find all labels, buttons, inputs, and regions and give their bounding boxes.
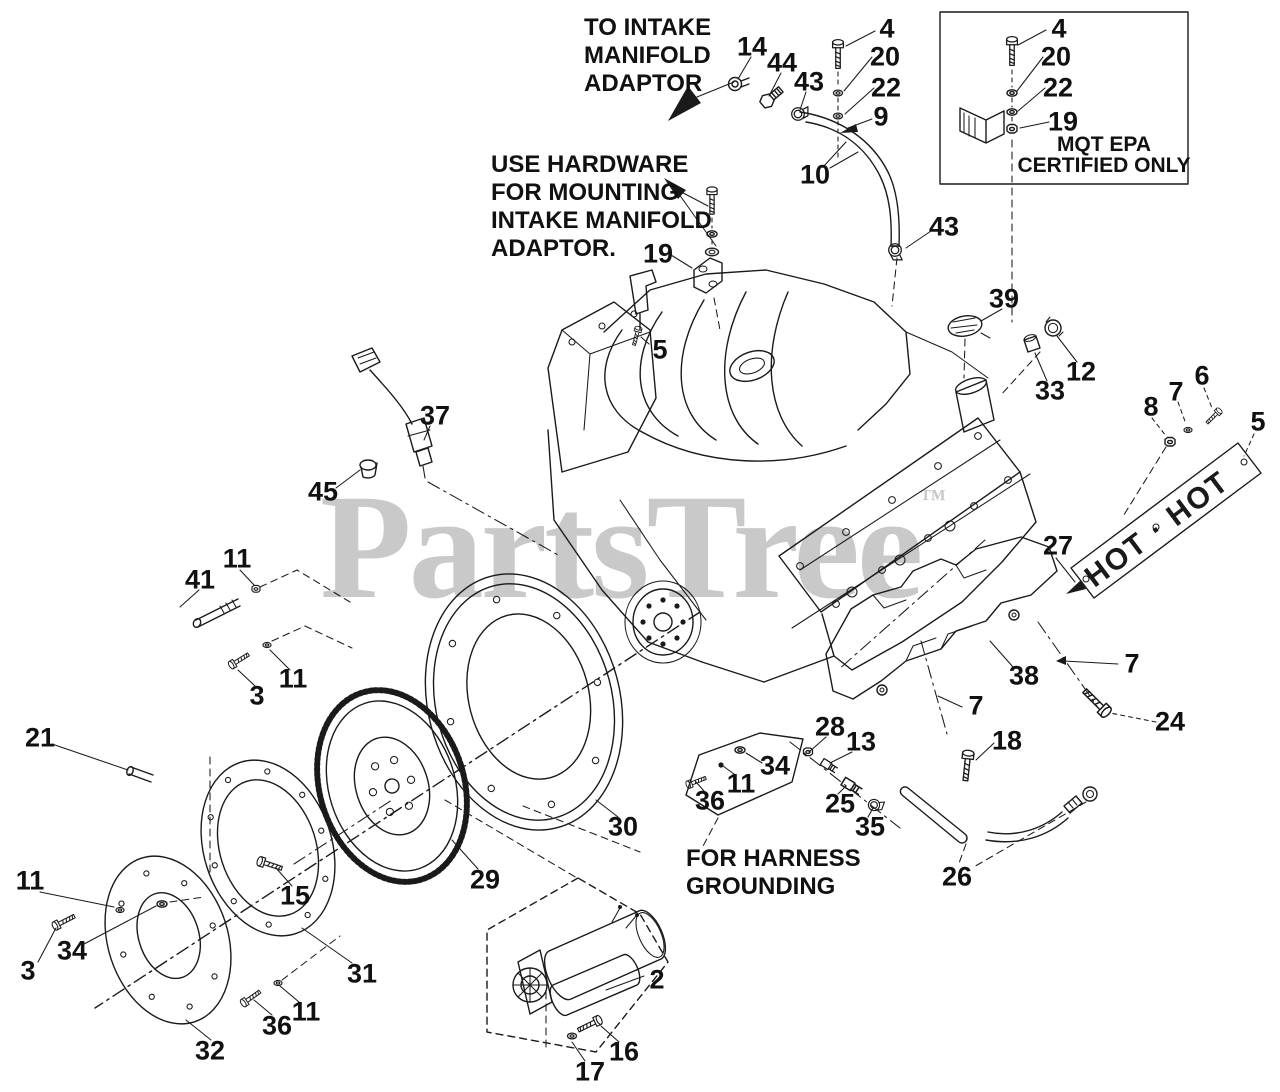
callout-15: 15 <box>279 880 311 911</box>
callout-20: 20 <box>1040 41 1072 72</box>
callout-34: 34 <box>759 750 791 781</box>
note-use-hardware: USE HARDWARE FOR MOUNTING INTAKE MANIFOL… <box>491 151 712 263</box>
callout-9: 9 <box>873 101 889 132</box>
note-line: USE HARDWARE <box>491 151 689 178</box>
callout-19: 19 <box>642 238 674 269</box>
callout-36: 36 <box>261 1010 293 1041</box>
hot-plate: HOT · HOT <box>1070 387 1262 599</box>
callout-35: 35 <box>854 811 886 842</box>
hot-plate-label: HOT · HOT <box>1079 465 1236 594</box>
note-line: MANIFOLD <box>584 42 711 69</box>
callout-7: 7 <box>1168 376 1184 407</box>
note-to-intake: TO INTAKE MANIFOLD ADAPTOR <box>584 14 711 98</box>
callout-29: 29 <box>469 864 501 895</box>
callout-22: 22 <box>1042 72 1074 103</box>
callout-26: 26 <box>941 861 973 892</box>
callout-11: 11 <box>278 663 308 694</box>
breather-hose <box>727 38 903 307</box>
callout-43: 43 <box>928 211 960 242</box>
mqt-box <box>939 11 1189 323</box>
callout-31: 31 <box>346 958 378 989</box>
exhaust-shield <box>825 536 1114 869</box>
harness-ground <box>684 732 901 849</box>
callout-43: 43 <box>793 66 825 97</box>
callout-18: 18 <box>991 725 1023 756</box>
callout-17: 17 <box>574 1056 606 1087</box>
note-line: TO INTAKE <box>584 14 712 41</box>
callout-37: 37 <box>419 400 451 431</box>
callout-39: 39 <box>988 283 1020 314</box>
callout-2: 2 <box>649 964 665 995</box>
callout-16: 16 <box>608 1036 640 1067</box>
callout-4: 4 <box>1051 13 1067 44</box>
note-harness: FOR HARNESS GROUNDING <box>686 845 861 901</box>
oxygen-sensor <box>351 347 561 557</box>
callout-11: 11 <box>291 996 321 1027</box>
callout-10: 10 <box>799 159 831 190</box>
callout-3: 3 <box>20 955 36 986</box>
callout-44: 44 <box>766 47 798 78</box>
flywheel-assembly <box>50 573 701 1025</box>
callout-38: 38 <box>1008 660 1040 691</box>
callout-25: 25 <box>824 788 856 819</box>
note-line: FOR HARNESS <box>686 845 861 872</box>
callout-6: 6 <box>1194 360 1210 391</box>
callout-45: 45 <box>307 476 339 507</box>
note-line: INTAKE MANIFOLD <box>491 207 712 234</box>
callout-3: 3 <box>249 680 265 711</box>
callout-7: 7 <box>968 690 984 721</box>
callout-5: 5 <box>652 334 668 365</box>
callout-8: 8 <box>1143 391 1159 422</box>
callout-41: 41 <box>184 564 216 595</box>
callout-30: 30 <box>607 811 639 842</box>
note-line: CERTIFIED ONLY <box>1017 154 1191 177</box>
callout-24: 24 <box>1154 706 1186 737</box>
callout-7: 7 <box>1124 648 1140 679</box>
callout-11: 11 <box>15 865 45 896</box>
mounting-hardware <box>630 186 723 347</box>
callout-11: 11 <box>726 768 756 799</box>
callout-11: 11 <box>222 543 252 574</box>
callout-5: 5 <box>1250 406 1266 437</box>
callout-32: 32 <box>194 1035 226 1066</box>
watermark-text: PartsTree <box>320 464 923 630</box>
leader-lines <box>37 30 1157 1062</box>
note-mqt-epa: MQT EPA CERTIFIED ONLY <box>1016 134 1192 176</box>
callout-14: 14 <box>736 31 768 62</box>
note-line: ADAPTOR <box>584 70 703 97</box>
callout-33: 33 <box>1034 375 1066 406</box>
callout-34: 34 <box>56 935 88 966</box>
note-line: GROUNDING <box>686 873 836 900</box>
left-studs <box>126 569 353 873</box>
callout-4: 4 <box>879 13 895 44</box>
engine-block <box>547 269 1064 683</box>
callout-36: 36 <box>694 785 726 816</box>
callout-28: 28 <box>814 711 846 742</box>
note-line: MQT EPA <box>1056 133 1152 156</box>
callout-22: 22 <box>870 72 902 103</box>
callout-13: 13 <box>845 726 877 757</box>
starter-motor <box>486 877 669 1053</box>
note-line: ADAPTOR. <box>491 235 616 262</box>
callout-12: 12 <box>1065 356 1097 387</box>
callout-19: 19 <box>1047 106 1079 137</box>
callout-21: 21 <box>24 722 56 753</box>
callout-27: 27 <box>1042 530 1074 561</box>
note-line: FOR MOUNTING <box>491 179 679 206</box>
callout-20: 20 <box>869 41 901 72</box>
